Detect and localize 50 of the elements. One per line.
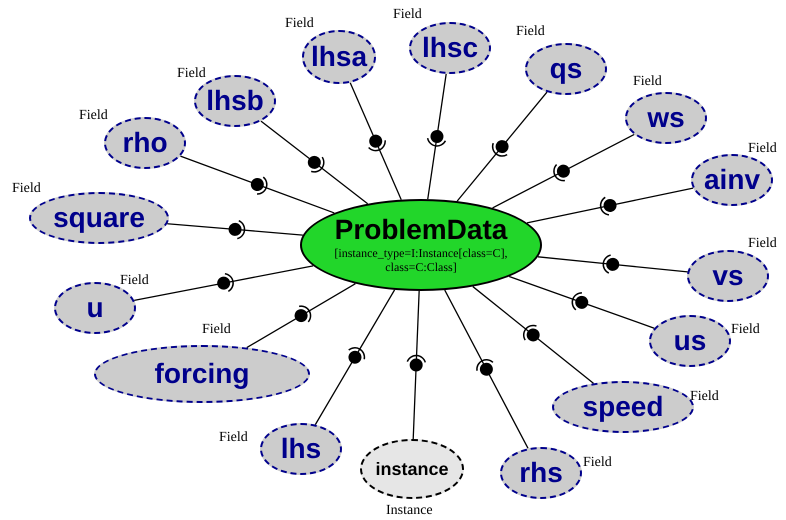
node-parameters: [instance_type=I:Instance[class=C], class=C:Class] <box>333 246 509 274</box>
assembly-connector <box>134 265 314 302</box>
type-label: Field <box>202 322 231 338</box>
node-title: us <box>674 327 706 355</box>
assembly-connector <box>426 74 447 200</box>
assembly-connector <box>444 290 529 449</box>
type-label: Field <box>12 181 41 197</box>
type-label: Field <box>748 141 777 157</box>
assembly-connector <box>314 290 396 425</box>
type-label: Field <box>120 273 149 289</box>
assembly-connector <box>526 188 694 224</box>
type-label: Field <box>583 455 612 471</box>
node-title: speed <box>582 393 664 421</box>
type-label: Field <box>748 236 777 252</box>
type-label: Field <box>516 24 545 40</box>
type-label: Field <box>633 74 662 90</box>
node-title: rho <box>122 129 168 157</box>
assembly-connector <box>350 82 402 200</box>
part-ellipse <box>625 92 707 144</box>
node-title: ProblemData <box>334 216 508 244</box>
node-title: lhsa <box>310 43 368 71</box>
node-title: qs <box>550 55 582 83</box>
node-title: square <box>53 204 145 232</box>
assembly-connector <box>260 120 368 204</box>
node-title: rhs <box>519 459 563 487</box>
type-label: Field <box>219 430 248 446</box>
node-title: ws <box>647 104 685 132</box>
assembly-connector <box>509 276 654 329</box>
node-title: lhs <box>280 435 322 463</box>
assembly-connector <box>180 155 334 214</box>
node-title: vs <box>712 262 744 290</box>
node-title: forcing <box>154 360 250 388</box>
type-label: Field <box>177 66 206 82</box>
type-label: Field <box>690 389 719 405</box>
assembly-connector <box>472 286 594 384</box>
node-title: ainv <box>704 166 760 194</box>
type-label: Field <box>731 322 760 338</box>
assembly-connector <box>456 92 548 202</box>
type-label: Field <box>285 16 314 32</box>
node-title: u <box>86 294 104 322</box>
assembly-connector <box>167 220 303 240</box>
assembly-connector <box>492 134 635 208</box>
type-label: Field <box>79 108 108 124</box>
assembly-connector <box>538 254 688 274</box>
type-label: Instance <box>386 503 433 519</box>
node-title: lhsc <box>422 34 478 62</box>
type-label: Field <box>393 7 422 23</box>
node-title: lhsb <box>206 87 264 115</box>
assembly-connector <box>406 290 426 440</box>
node-title: instance <box>375 460 449 478</box>
